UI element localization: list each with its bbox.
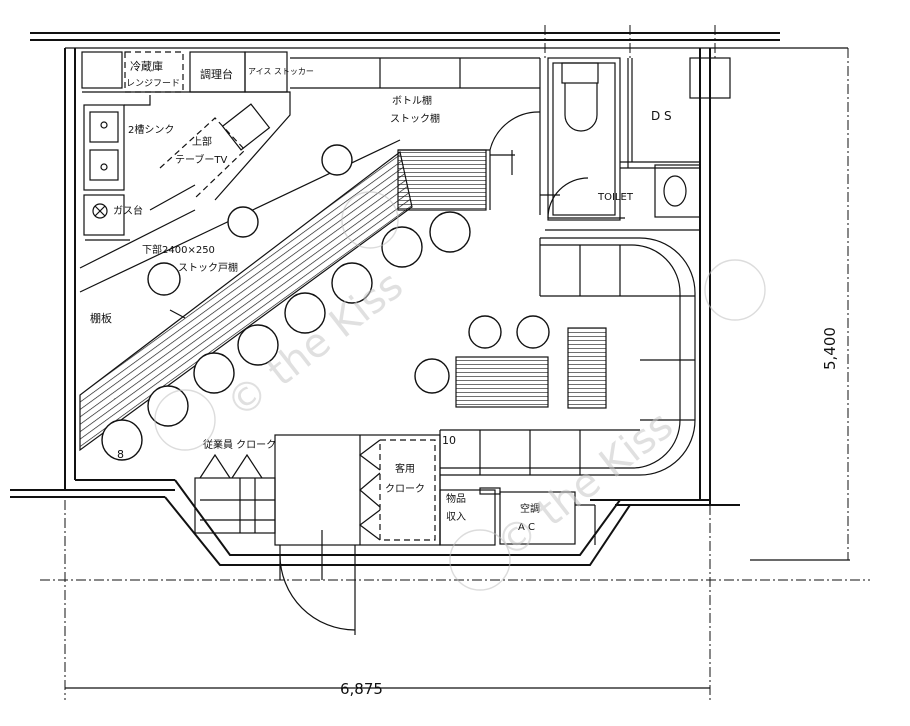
label-ac: 空調 [520,502,540,515]
label-ac-sub: A C [518,522,535,533]
label-shelf-board: 棚板 [90,311,112,325]
booth-sofa [439,237,696,545]
label-cloak-left: 従業員 クローク [203,438,276,451]
bar-stool [237,324,279,366]
label-storage: 物品 [446,492,466,505]
label-ice-stocker: アイス ストッカー [248,67,314,76]
label-gas-stove: ガス台 [113,204,143,217]
table-center [455,356,549,408]
label-cloak-right: 客用 [395,462,415,475]
entrance-door [279,530,356,635]
label-upper-tv: 上部 [192,135,212,148]
bar-stool [284,292,326,334]
bar-stool [331,262,373,304]
bar-stool [321,144,353,176]
stool-table [414,358,450,394]
bar-stool [147,385,189,427]
label-lower-stock: 下部2400×250 [142,243,215,256]
label-bottle-shelf: ボトル棚 [392,94,432,107]
bar-stool [101,419,143,461]
label-ds: D S [651,109,672,123]
label-lower-stock-sub: ストック戸棚 [178,261,238,274]
bar-stool [227,206,259,238]
bar-stool [429,211,471,253]
label-stock-shelf: ストック棚 [390,112,440,125]
stool-table [516,315,550,349]
label-refrigerator: 冷蔵庫 [130,59,163,73]
bar-stool [381,226,423,268]
kitchen-counters [81,51,541,241]
seat-number-8: 8 [117,448,124,461]
label-toilet: TOILET [597,192,634,203]
dimension-lines [40,25,870,700]
watermark-text: © the Kiss [488,402,682,568]
toilet-room [540,57,731,231]
label-cooking: 調理台 [200,67,233,81]
bar-stool [193,352,235,394]
lower-rooms [194,434,596,546]
seat-number-10: 10 [442,434,456,447]
dimension-height: 5,400 [821,327,839,370]
bar-stool [147,262,181,296]
label-storage-sub: 収入 [446,511,466,523]
label-upper-tv-sub: テーブーTV [175,153,228,166]
label-sink: 2槽シンク [128,123,174,136]
label-refrigerator-sub: レンジフード [126,79,180,89]
kitchen-door [489,111,541,210]
stool-table [468,315,502,349]
table-right [567,327,607,409]
dimension-width: 6,875 [340,680,383,698]
label-cloak-right-sub: クローク [385,483,425,495]
outer-walls [10,32,780,566]
